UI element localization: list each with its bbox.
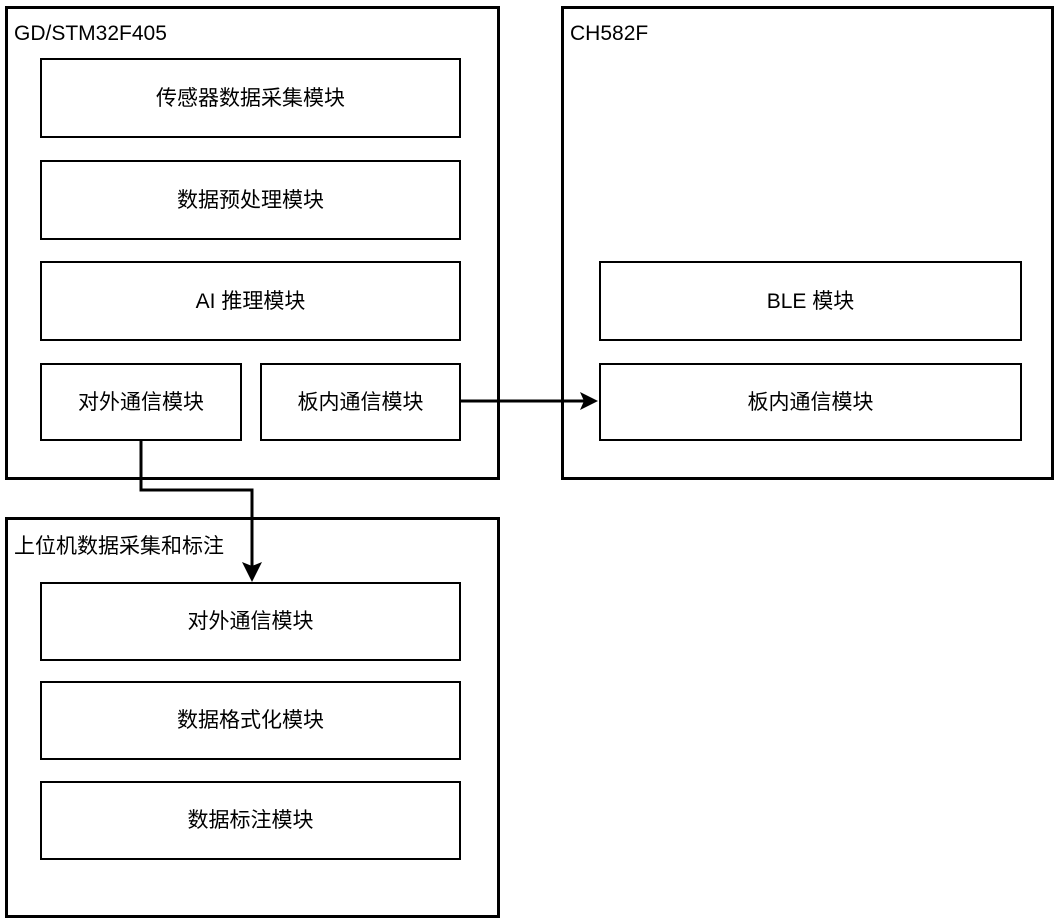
module-data-preprocess[interactable]: 数据预处理模块 [40,160,461,240]
module-onboard-comm-ble-label: 板内通信模块 [747,390,874,414]
panel-ch582f[interactable] [561,6,1054,480]
module-onboard-comm-ble[interactable]: 板内通信模块 [599,363,1022,441]
module-ble-label: BLE 模块 [766,289,855,313]
module-sensor-acquisition-label: 传感器数据采集模块 [156,86,345,110]
module-onboard-comm-label: 板内通信模块 [297,390,424,414]
panel-host-pc-label: 上位机数据采集和标注 [14,535,224,558]
module-data-label[interactable]: 数据标注模块 [40,781,461,860]
module-data-preprocess-label: 数据预处理模块 [177,188,324,212]
module-data-format[interactable]: 数据格式化模块 [40,681,461,760]
module-external-comm-label: 对外通信模块 [78,390,204,414]
module-external-comm-host[interactable]: 对外通信模块 [40,582,461,661]
module-ai-inference-label: AI 推理模块 [195,289,306,313]
module-ai-inference[interactable]: AI 推理模块 [40,261,461,341]
panel-ch582f-label: CH582F [570,22,649,45]
panel-gd-stm32f405-label: GD/STM32F405 [14,22,167,45]
module-sensor-acquisition[interactable]: 传感器数据采集模块 [40,58,461,138]
module-data-format-label: 数据格式化模块 [177,709,324,732]
module-external-comm-host-label: 对外通信模块 [187,610,314,633]
module-data-label-label: 数据标注模块 [187,809,314,832]
module-external-comm[interactable]: 对外通信模块 [40,363,242,441]
module-ble[interactable]: BLE 模块 [599,261,1022,341]
module-onboard-comm[interactable]: 板内通信模块 [260,363,461,441]
